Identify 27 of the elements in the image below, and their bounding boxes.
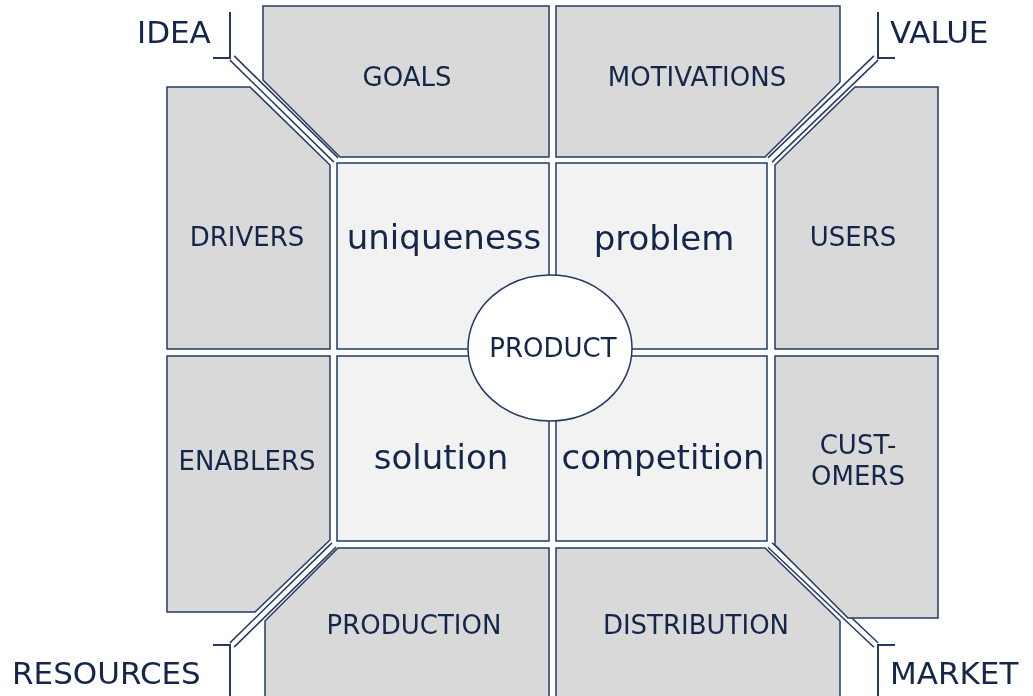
canvas-panel (263, 6, 549, 157)
canvas-panel (265, 548, 549, 696)
panel-label: DISTRIBUTION (601, 609, 791, 641)
panel-label: GOALS (361, 61, 453, 93)
panel-label: solution (372, 436, 510, 478)
panel-label: problem (592, 217, 736, 259)
panel-label: ENABLERS (177, 445, 317, 477)
panel-label: uniqueness (345, 216, 543, 258)
panel-label: USERS (808, 221, 898, 253)
panel-label: CUST- OMERS (810, 430, 906, 493)
canvas-panel (556, 356, 767, 541)
panel-label: DRIVERS (188, 221, 306, 253)
corner-label: MARKET (890, 658, 1019, 689)
corner-label: IDEA (137, 17, 211, 48)
canvas-panel (337, 356, 549, 541)
panel-label: competition (560, 436, 766, 478)
canvas-panel (775, 87, 938, 349)
corner-label: VALUE (890, 17, 989, 48)
panel-label: PRODUCT (488, 332, 618, 364)
canvas-panel (556, 548, 840, 696)
panel-label: PRODUCTION (325, 609, 503, 641)
panel-label: MOTIVATIONS (606, 61, 788, 93)
corner-label: RESOURCES (12, 658, 201, 689)
center-circle (467, 274, 633, 422)
canvas-panel (167, 356, 330, 612)
canvas-panel (556, 6, 840, 157)
canvas-panel (167, 87, 330, 349)
